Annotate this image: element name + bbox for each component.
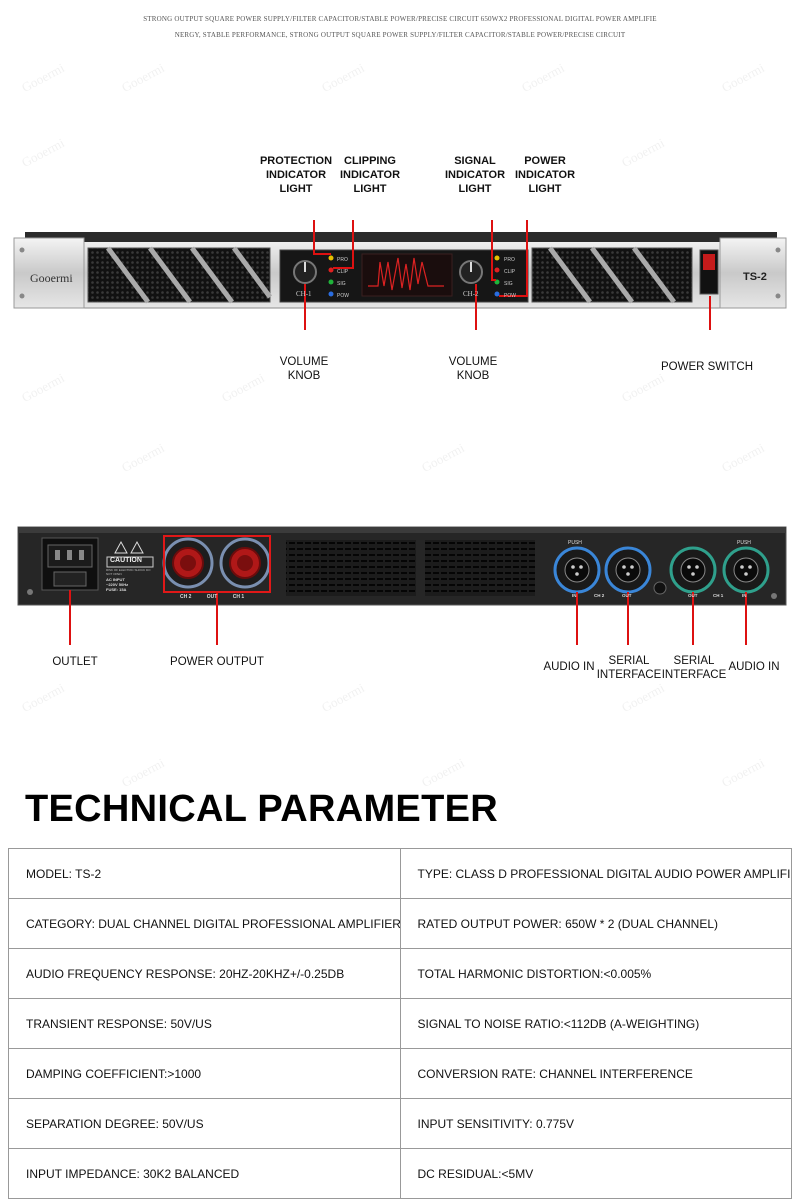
table-row: AUDIO FREQUENCY RESPONSE: 20HZ-20KHZ+/-0… bbox=[8, 948, 792, 999]
spec-cell: TOTAL HARMONIC DISTORTION:<0.005% bbox=[399, 948, 792, 999]
spec-cell: DC RESIDUAL:<5MV bbox=[399, 1148, 792, 1199]
label-clipping-indicator: CLIPPING INDICATOR LIGHT bbox=[339, 155, 401, 195]
spec-cell: INPUT SENSITIVITY: 0.775V bbox=[399, 1098, 792, 1149]
push-label-2: PUSH bbox=[737, 540, 751, 546]
ch2-label: CH-2 bbox=[463, 290, 479, 298]
header-line-1: STRONG OUTPUT SQUARE POWER SUPPLY/FILTER… bbox=[143, 15, 657, 23]
label-serial-interface-1: SERIAL INTERFACE bbox=[596, 655, 662, 681]
table-row: TRANSIENT RESPONSE: 50V/US SIGNAL TO NOI… bbox=[8, 998, 792, 1049]
label-volume-knob-2: VOLUME KNOB bbox=[448, 356, 498, 382]
spec-cell: DAMPING COEFFICIENT:>1000 bbox=[8, 1048, 401, 1099]
caution-sub-label: RISK OF ELECTRIC SHOCK DO NOT OPEN bbox=[106, 568, 151, 576]
front-brand-logo: Gooermi bbox=[30, 271, 73, 285]
speakon-out-labels: CH 2 OUT CH 1 bbox=[180, 594, 245, 600]
push-label-1: PUSH bbox=[568, 540, 582, 546]
table-row: DAMPING COEFFICIENT:>1000 CONVERSION RAT… bbox=[8, 1048, 792, 1099]
spec-cell: CONVERSION RATE: CHANNEL INTERFERENCE bbox=[399, 1048, 792, 1099]
spec-cell: INPUT IMPEDANCE: 30K2 BALANCED bbox=[8, 1148, 401, 1199]
label-outlet: OUTLET bbox=[52, 656, 98, 668]
label-power-indicator: POWER INDICATOR LIGHT bbox=[514, 155, 576, 195]
led-labels-ch1: PRO CLIP SIG POW bbox=[337, 257, 349, 299]
caution-label: CAUTION bbox=[110, 557, 142, 564]
table-row: MODEL: TS-2 TYPE: CLASS D PROFESSIONAL D… bbox=[8, 848, 792, 899]
spec-cell: CATEGORY: DUAL CHANNEL DIGITAL PROFESSIO… bbox=[8, 898, 401, 949]
label-power-output: POWER OUTPUT bbox=[170, 656, 264, 668]
led-labels-ch2: PRO CLIP SIG POW bbox=[504, 257, 516, 299]
header-line-2: NERGY, STABLE PERFORMANCE, STRONG OUTPUT… bbox=[174, 31, 626, 39]
ac-input-label: AC INPUT ~220V 50Hz FUSE: 15A bbox=[106, 577, 129, 592]
label-serial-interface-2: SERIAL INTERFACE bbox=[661, 655, 727, 681]
spec-cell: SEPARATION DEGREE: 50V/US bbox=[8, 1098, 401, 1149]
table-row: INPUT IMPEDANCE: 30K2 BALANCED DC RESIDU… bbox=[8, 1148, 792, 1199]
front-model-label: TS-2 bbox=[743, 271, 767, 283]
spec-cell: TRANSIENT RESPONSE: 50V/US bbox=[8, 998, 401, 1049]
spec-cell: RATED OUTPUT POWER: 650W * 2 (DUAL CHANN… bbox=[399, 898, 792, 949]
spec-table: MODEL: TS-2 TYPE: CLASS D PROFESSIONAL D… bbox=[8, 848, 792, 1199]
spec-cell: SIGNAL TO NOISE RATIO:<112DB (A-WEIGHTIN… bbox=[399, 998, 792, 1049]
section-title: TECHNICAL PARAMETER bbox=[25, 788, 498, 830]
label-power-switch: POWER SWITCH bbox=[661, 361, 753, 373]
rear-panel-image bbox=[17, 526, 787, 645]
label-signal-indicator: SIGNAL INDICATOR LIGHT bbox=[444, 155, 506, 195]
label-protection-indicator: PROTECTION INDICATOR LIGHT bbox=[259, 155, 333, 195]
table-row: SEPARATION DEGREE: 50V/US INPUT SENSITIV… bbox=[8, 1098, 792, 1149]
label-audio-in-left: AUDIO IN bbox=[543, 661, 595, 673]
spec-cell: MODEL: TS-2 bbox=[8, 848, 401, 899]
spec-cell: AUDIO FREQUENCY RESPONSE: 20HZ-20KHZ+/-0… bbox=[8, 948, 401, 999]
ch1-label: CH-1 bbox=[296, 290, 312, 298]
front-panel-image bbox=[13, 220, 787, 330]
label-volume-knob-1: VOLUME KNOB bbox=[279, 356, 329, 382]
table-row: CATEGORY: DUAL CHANNEL DIGITAL PROFESSIO… bbox=[8, 898, 792, 949]
label-audio-in-right: AUDIO IN bbox=[728, 661, 780, 673]
spec-cell: TYPE: CLASS D PROFESSIONAL DIGITAL AUDIO… bbox=[399, 848, 792, 899]
